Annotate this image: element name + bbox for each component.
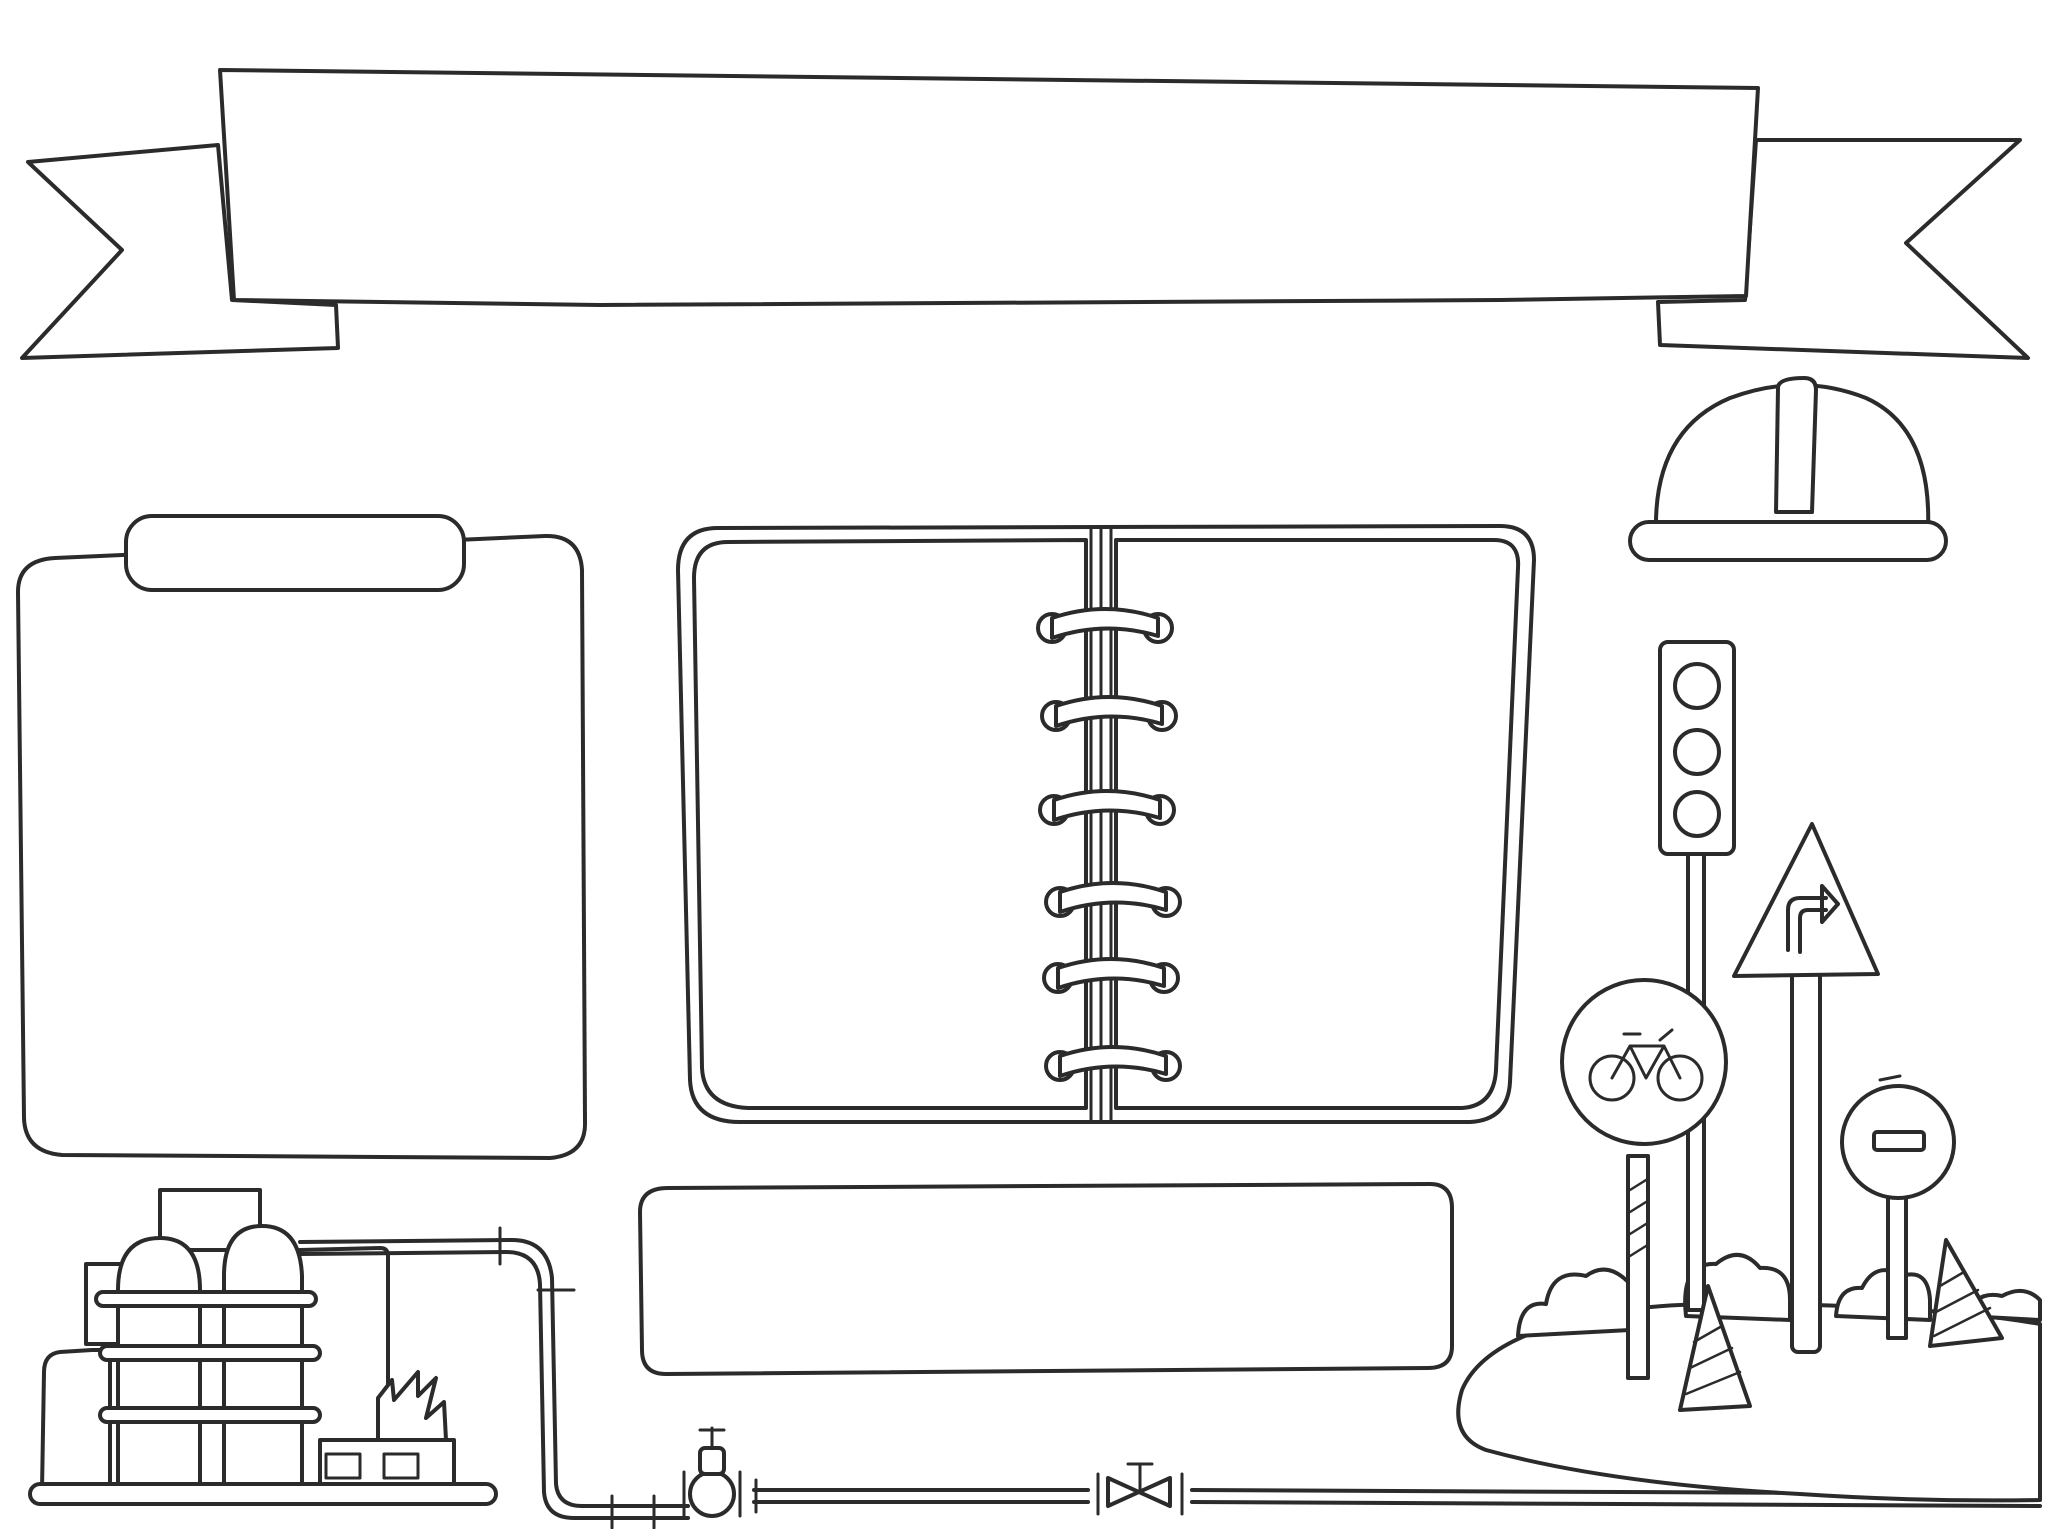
bushes (1516, 1267, 1632, 1338)
spiral-notebook-frame (676, 524, 1536, 1124)
no-entry-sign (1840, 1074, 1956, 1340)
traffic-cone-icon (1678, 1238, 2004, 1412)
spiral-ring (1044, 881, 1182, 918)
no-bicycles-sign (1560, 978, 1728, 1380)
gate-valve-icon (682, 1426, 742, 1518)
spiral-ring (1042, 957, 1180, 994)
clipboard-frame (16, 514, 588, 1160)
notebook-right-page[interactable] (1114, 538, 1521, 1110)
spiral-ring (1036, 607, 1174, 644)
hard-hat-icon (1628, 376, 1948, 562)
banner-main-panel[interactable] (218, 68, 1760, 307)
right-turn-warning-sign (1732, 822, 1880, 1354)
spiral-ring (1040, 695, 1178, 732)
rounded-text-box[interactable] (638, 1182, 1454, 1376)
spiral-ring (1044, 1045, 1182, 1082)
no-bicycles-sign-icon (1560, 978, 1728, 1146)
factory-base (28, 1482, 498, 1506)
clipboard-clip (124, 514, 466, 592)
spiral-ring (1038, 789, 1176, 826)
ribbon-banner (20, 68, 2030, 360)
notebook-spiral-rings (1036, 607, 1182, 1082)
clipboard-board[interactable] (16, 533, 588, 1160)
butterfly-valve-icon (1096, 1462, 1184, 1516)
notebook-left-page[interactable] (692, 538, 1088, 1110)
banner-right-tail (1656, 138, 2030, 360)
traffic-light-icon (1658, 640, 1736, 1312)
factory-icon (28, 1188, 498, 1506)
factory-flame (376, 1370, 448, 1442)
factory-tank (116, 1236, 202, 1492)
